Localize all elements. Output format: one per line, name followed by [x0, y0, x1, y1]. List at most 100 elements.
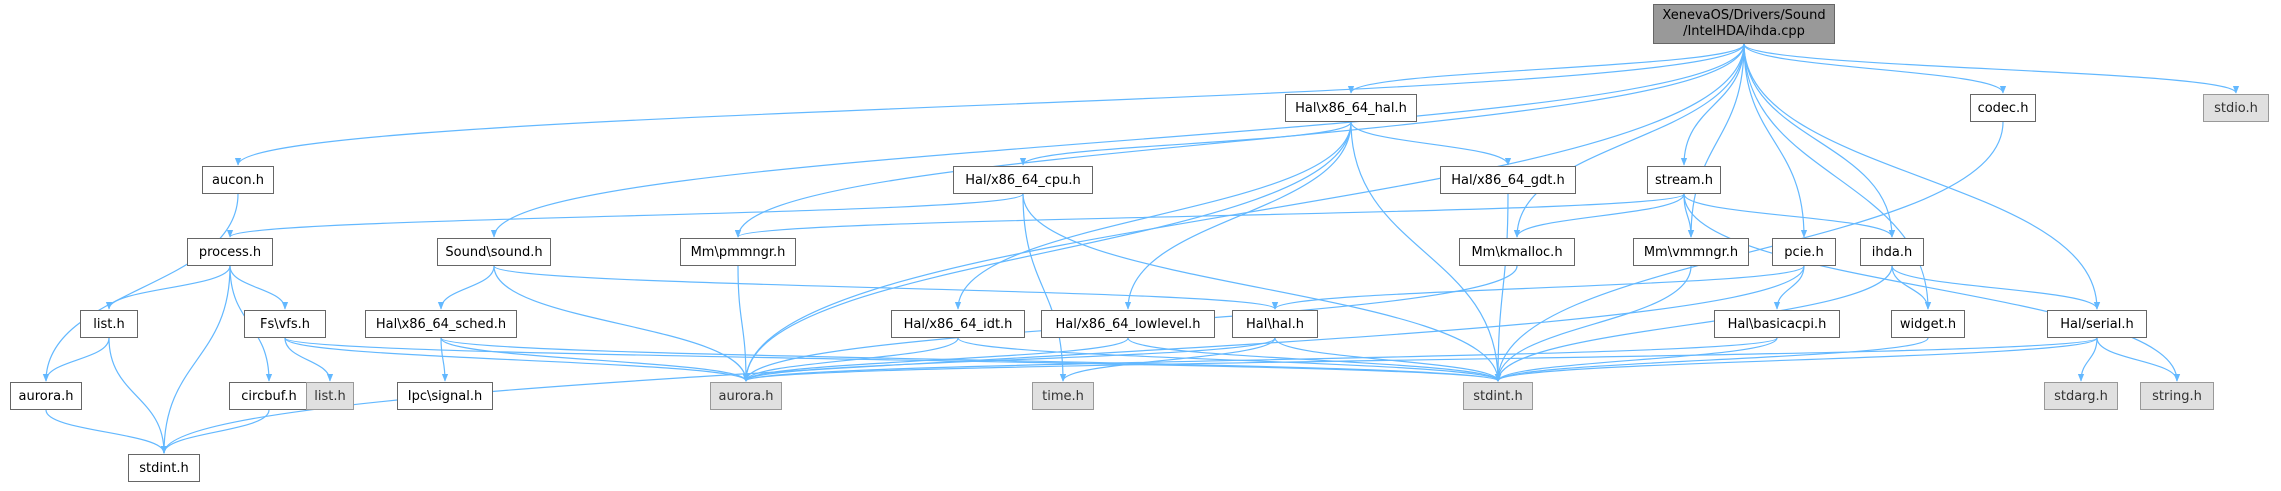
- node-fs-vfs[interactable]: Fs\vfs.h: [244, 310, 326, 338]
- node-process[interactable]: process.h: [187, 238, 273, 266]
- edge-root-to-aucon: [234, 43, 1745, 166]
- root-file-path-line2: /IntelHDA/ihda.cpp: [1683, 24, 1805, 39]
- edge-hal_x86_64_cpu-to-time: [1022, 193, 1067, 382]
- edge-sound_sound-to-hal_x86_64_sched: [437, 265, 495, 310]
- node-sound-sound[interactable]: Sound\sound.h: [437, 238, 551, 266]
- edge-stream-to-ihda: [1683, 193, 1896, 238]
- edge-mm_pmmngr-to-aurora_mid: [737, 265, 750, 382]
- node-list-external: list.h: [306, 382, 354, 410]
- edge-root-to-pcie: [1743, 43, 1808, 238]
- edge-root-to-stream: [1680, 43, 1745, 166]
- node-hal-serial[interactable]: Hal/serial.h: [2047, 310, 2147, 338]
- edge-hal_serial-to-aurora_mid: [743, 337, 2098, 382]
- node-stdio-external: stdio.h: [2203, 94, 2269, 122]
- edge-root-to-mm_pmmngr: [734, 43, 1745, 238]
- edge-root-to-codec: [1743, 43, 2007, 94]
- edge-fs_vfs-to-aurora_mid: [284, 337, 750, 382]
- node-hal-x86-64-idt[interactable]: Hal/x86_64_idt.h: [891, 310, 1025, 338]
- edge-fs_vfs-to-list_ext: [284, 337, 334, 382]
- edge-hal_x86_64_lowlevel-to-stdint_mid: [1127, 337, 1502, 382]
- edge-widget-to-stdint_mid: [1494, 337, 1929, 382]
- edge-hal_x86_64_cpu-to-stdint_mid: [1022, 193, 1502, 382]
- node-aucon[interactable]: aucon.h: [202, 166, 274, 194]
- edge-hal_hal-to-time: [1059, 337, 1276, 382]
- edge-hal_x86_64_cpu-to-process: [227, 193, 1024, 238]
- edge-hal_x86_64_hal-to-aurora_mid: [742, 121, 1352, 382]
- node-string-external: string.h: [2140, 382, 2214, 410]
- node-stdarg-external: stdarg.h: [2044, 382, 2118, 410]
- edge-hal_x86_64_idt-to-aurora_mid: [742, 337, 959, 382]
- node-circbuf[interactable]: circbuf.h: [229, 382, 309, 410]
- node-ihda[interactable]: ihda.h: [1860, 238, 1924, 266]
- edge-aurora_left-to-stdint_bottom: [45, 409, 168, 454]
- node-hal-hal[interactable]: Hal\hal.h: [1232, 310, 1318, 338]
- edge-hal_x86_64_lowlevel-to-aurora_mid: [742, 337, 1129, 382]
- edge-hal_x86_64_sched-to-aurora_mid: [440, 337, 750, 382]
- node-hal-x86-64-lowlevel[interactable]: Hal/x86_64_lowlevel.h: [1041, 310, 1215, 338]
- edge-root-to-sound_sound: [490, 43, 1745, 238]
- edge-mm_vmmngr-to-stdint_mid: [1494, 265, 1692, 382]
- edge-codec-to-stdint_mid: [1494, 121, 2004, 382]
- edge-hal_x86_64_hal-to-hal_x86_64_idt: [954, 121, 1352, 310]
- edge-root-to-hal_x86_64_hal: [1347, 43, 1745, 94]
- edge-stream-to-mm_kmalloc: [1513, 193, 1685, 238]
- edge-hal_serial-to-stdarg: [2077, 337, 2098, 382]
- edge-pcie-to-hal_hal: [1271, 265, 1805, 310]
- edge-process-to-stdint_bottom: [160, 265, 231, 454]
- edge-hal_hal-to-aurora_mid: [742, 337, 1276, 382]
- edge-hal_x86_64_hal-to-hal_x86_64_cpu: [1019, 121, 1352, 166]
- edge-pcie-to-stdint_bottom: [160, 265, 1805, 454]
- edge-root-to-ihda: [1743, 43, 1896, 238]
- edge-circbuf-to-stdint_bottom: [160, 409, 270, 454]
- node-hal-x86-64-hal[interactable]: Hal\x86_64_hal.h: [1285, 94, 1417, 122]
- edge-hal_serial-to-string: [2096, 337, 2181, 382]
- node-pcie[interactable]: pcie.h: [1772, 238, 1836, 266]
- edge-process-to-fs_vfs: [229, 265, 289, 310]
- edge-aucon-to-aurora_left: [42, 193, 239, 382]
- edge-list_h-to-aurora_left: [42, 337, 110, 382]
- node-codec[interactable]: codec.h: [1970, 94, 2036, 122]
- node-widget[interactable]: widget.h: [1891, 310, 1965, 338]
- root-file-path-line1: XenevaOS/Drivers/Sound: [1662, 8, 1826, 23]
- edge-sound_sound-to-hal_hal: [493, 265, 1278, 310]
- edge-hal_x86_64_idt-to-stdint_mid: [957, 337, 1502, 382]
- node-hal-basicacpi[interactable]: Hal\basicacpi.h: [1714, 310, 1840, 338]
- edge-ihda-to-widget: [1891, 265, 1932, 310]
- node-hal-x86-64-cpu[interactable]: Hal/x86_64_cpu.h: [953, 166, 1093, 194]
- edge-root-to-mm_vmmngr: [1687, 43, 1745, 238]
- edge-hal_x86_64_hal-to-hal_x86_64_gdt: [1350, 121, 1512, 166]
- edge-hal_x86_64_hal-to-stdint_mid: [1350, 121, 1502, 382]
- node-time-external: time.h: [1032, 382, 1094, 410]
- node-aurora-left[interactable]: aurora.h: [10, 382, 82, 410]
- node-mm-kmalloc[interactable]: Mm\kmalloc.h: [1459, 238, 1575, 266]
- edge-hal_x86_64_sched-to-ipc_signal: [440, 337, 449, 382]
- edge-sound_sound-to-aurora_mid: [493, 265, 750, 382]
- edge-stream-to-mm_pmmngr: [735, 193, 1685, 238]
- edge-hal_x86_64_hal-to-hal_x86_64_lowlevel: [1124, 121, 1352, 310]
- edge-root-to-mm_kmalloc: [1513, 43, 1745, 238]
- edge-process-to-list_h: [105, 265, 231, 310]
- edge-hal_serial-to-stdint_mid: [1495, 337, 2098, 382]
- edge-pcie-to-hal_basicacpi: [1773, 265, 1805, 310]
- node-mm-vmmngr[interactable]: Mm\vmmngr.h: [1633, 238, 1749, 266]
- edge-list_h-to-stdint_bottom: [108, 337, 168, 454]
- node-list[interactable]: list.h: [80, 310, 138, 338]
- node-mm-pmmngr[interactable]: Mm\pmmngr.h: [680, 238, 796, 266]
- edge-stream-to-string: [1683, 193, 2181, 382]
- edge-root-to-stdio: [1743, 43, 2240, 94]
- edge-root-to-hal_serial: [1743, 43, 2101, 310]
- node-stream[interactable]: stream.h: [1647, 166, 1721, 194]
- edge-hal_basicacpi-to-stdint_mid: [1494, 337, 1778, 382]
- edge-root-to-aurora_mid: [742, 43, 1745, 382]
- node-stdint-bottom[interactable]: stdint.h: [128, 454, 200, 482]
- node-hal-x86-64-gdt[interactable]: Hal/x86_64_gdt.h: [1440, 166, 1576, 194]
- node-hal-x86-64-sched[interactable]: Hal\x86_64_sched.h: [365, 310, 517, 338]
- edge-hal_basicacpi-to-aurora_mid: [743, 337, 1778, 382]
- edge-hal_x86_64_sched-to-stdint_mid: [440, 337, 1501, 382]
- node-stdint-external: stdint.h: [1463, 382, 1533, 410]
- node-aurora-external: aurora.h: [710, 382, 782, 410]
- node-ipc-signal[interactable]: Ipc\signal.h: [397, 382, 493, 410]
- edge-hal_x86_64_gdt-to-stdint_mid: [1494, 193, 1509, 382]
